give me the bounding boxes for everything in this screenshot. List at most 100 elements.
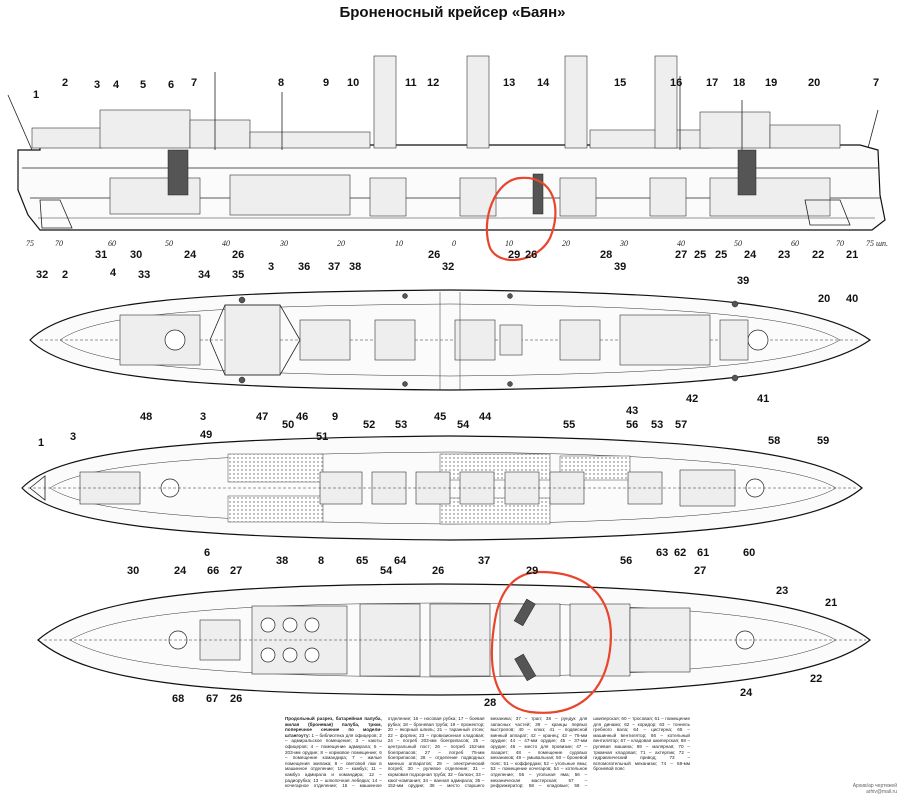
deck1-label: 41	[757, 393, 769, 405]
profile-label: 3	[94, 79, 100, 91]
profile-label: 24	[744, 249, 757, 261]
deck1-label: 36	[298, 261, 310, 273]
credit-line: Архив/ар чертежей	[852, 783, 897, 789]
scale-tick: 75 шп.	[866, 239, 888, 248]
profile-label: 26	[525, 249, 537, 261]
deck2-label: 59	[817, 435, 829, 447]
deck3-label: 26	[432, 565, 444, 577]
battery-deck-plan	[29, 289, 872, 391]
armoured-deck-plan	[21, 435, 863, 541]
scale-tick: 70	[836, 239, 844, 248]
profile-label: 22	[812, 249, 824, 261]
profile-label: 8	[278, 77, 284, 89]
profile-label: 25	[694, 249, 706, 261]
deck2-label: 57	[675, 419, 687, 431]
deck2-label: 61	[697, 547, 709, 559]
deck2-label: 8	[318, 555, 324, 567]
deck1-label: 38	[349, 261, 361, 273]
credit: Архив/ар чертежей arhiv@mail.ru	[853, 783, 897, 795]
deck1-label: 32	[442, 261, 454, 273]
deck3-label: 28	[484, 697, 496, 709]
scale-tick: 60	[108, 239, 116, 248]
scale-tick: 10	[505, 239, 513, 248]
deck2-labels: 1 3 49 50 51 52 53 54 55 56 53 57 58 59 …	[38, 419, 829, 567]
deck1-label: 44	[479, 411, 492, 423]
deck3-labels: 30 24 66 27 54 26 29 27 23 21 68 67 26 2…	[127, 565, 837, 709]
hold-plan	[37, 570, 871, 714]
deck1-label: 40	[846, 293, 858, 305]
scale-tick: 50	[734, 239, 742, 248]
deck3-label: 68	[172, 693, 184, 705]
deck2-label: 1	[38, 437, 44, 449]
profile-label: 1	[33, 89, 39, 101]
profile-view	[7, 55, 886, 262]
profile-label: 30	[130, 249, 142, 261]
deck1-label: 35	[232, 269, 244, 281]
scale-tick: 40	[677, 239, 685, 248]
frame-scale: 75 70 60 50 40 30 20 10 0 10 20 30 40 50…	[26, 239, 888, 248]
deck2-label: 53	[395, 419, 407, 431]
legend-heading: Продольный разрез, батарейная палуба, жи…	[285, 716, 382, 738]
deck1-label: 46	[296, 411, 308, 423]
profile-label: 6	[168, 79, 174, 91]
deck1-label: 20	[818, 293, 830, 305]
profile-label: 31	[95, 249, 107, 261]
scale-tick: 20	[337, 239, 345, 248]
deck2-label: 55	[563, 419, 575, 431]
deck1-label: 48	[140, 411, 152, 423]
deck1-label: 43	[626, 405, 638, 417]
credit-email: arhiv@mail.ru	[866, 789, 897, 795]
profile-label: 12	[427, 77, 439, 89]
deck2-label: 51	[316, 431, 328, 443]
deck3-label: 22	[810, 673, 822, 685]
deck3-label: 21	[825, 597, 837, 609]
scale-tick: 75	[26, 239, 34, 248]
deck2-label: 6	[204, 547, 210, 559]
profile-label: 15	[614, 77, 626, 89]
deck2-label: 37	[478, 555, 490, 567]
deck1-label: 45	[434, 411, 446, 423]
profile-label: 7	[873, 77, 879, 89]
highlight-hold	[490, 570, 612, 714]
profile-label: 26	[428, 249, 440, 261]
deck2-label: 63	[656, 547, 668, 559]
deck1-label: 2	[62, 269, 68, 281]
deck2-label: 64	[394, 555, 407, 567]
deck3-label: 24	[174, 565, 187, 577]
deck1-label: 39	[737, 275, 749, 287]
deck2-label: 58	[768, 435, 780, 447]
profile-label: 7	[191, 77, 197, 89]
deck1-label: 3	[200, 411, 206, 423]
deck1-label: 32	[36, 269, 48, 281]
deck1-label: 9	[332, 411, 338, 423]
deck2-label: 52	[363, 419, 375, 431]
profile-label: 28	[600, 249, 612, 261]
deck1-label: 42	[686, 393, 698, 405]
deck3-label: 24	[740, 687, 753, 699]
deck2-label: 50	[282, 419, 294, 431]
scale-tick: 30	[279, 239, 288, 248]
deck2-label: 54	[457, 419, 470, 431]
deck2-label: 53	[651, 419, 663, 431]
deck3-label: 23	[776, 585, 788, 597]
scale-tick: 60	[791, 239, 799, 248]
legend-text: Продольный разрез, батарейная палуба, жи…	[285, 716, 690, 798]
deck2-label: 38	[276, 555, 288, 567]
scale-tick: 50	[165, 239, 173, 248]
deck1-label: 33	[138, 269, 150, 281]
deck1-label: 3	[268, 261, 274, 273]
deck1-label: 39	[614, 261, 626, 273]
profile-label: 18	[733, 77, 745, 89]
profile-label: 4	[113, 79, 120, 91]
profile-label: 29	[508, 249, 520, 261]
deck2-label: 60	[743, 547, 755, 559]
deck3-label: 26	[230, 693, 242, 705]
deck1-label: 34	[198, 269, 211, 281]
highlight-profile	[485, 176, 557, 262]
page-title: Броненосный крейсер «Баян»	[339, 4, 566, 21]
profile-label: 9	[323, 77, 329, 89]
deck3-label: 27	[230, 565, 242, 577]
profile-labels: 1 2 3 4 5 6 7 8 9 10 11 12 13 14 15 16 1…	[33, 77, 879, 101]
deck3-label: 66	[207, 565, 219, 577]
deck2-label: 49	[200, 429, 212, 441]
